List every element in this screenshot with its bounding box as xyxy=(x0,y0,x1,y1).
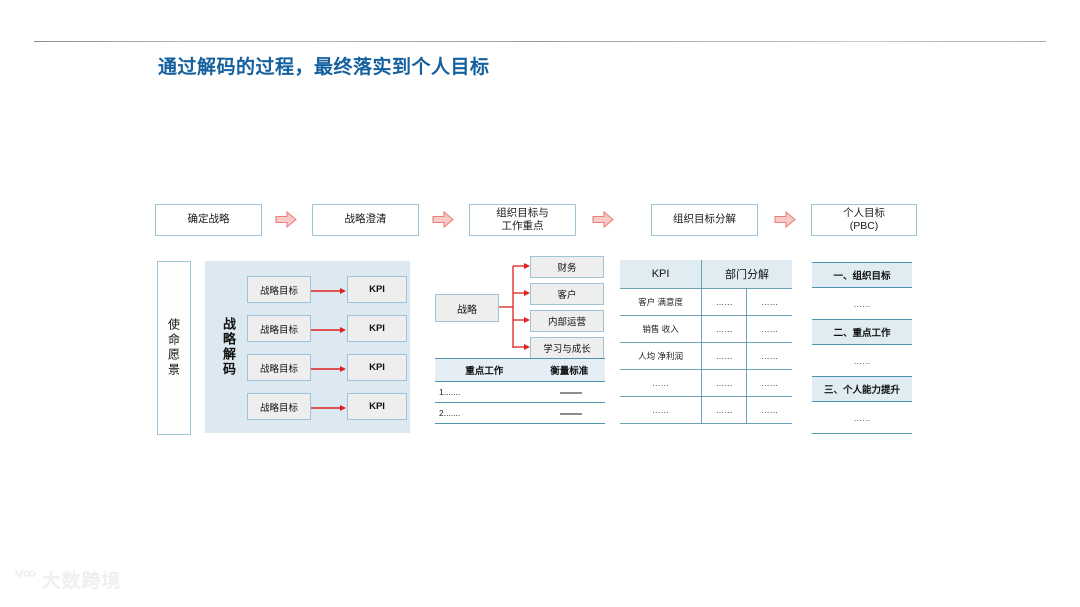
table-row[interactable]: 2....... xyxy=(435,402,605,424)
strategy-goal-box-3[interactable]: 战略目标 xyxy=(247,354,311,381)
kpi-box-2[interactable]: KPI xyxy=(347,315,407,342)
table-row[interactable]: 销售 收入 …… …… xyxy=(620,315,792,343)
red-arrow-icon-3 xyxy=(311,365,347,373)
flow-step-5-label-line2: (PBC) xyxy=(849,220,879,232)
flow-step-1[interactable]: 确定战略 xyxy=(155,204,262,236)
flow-step-2-label: 战略澄清 xyxy=(344,213,387,226)
personal-goal-panel: 一、组织目标 …… 二、重点工作 …… 三、个人能力提升 …… xyxy=(812,262,912,434)
tree-leaf-finance[interactable]: 财务 xyxy=(530,256,604,278)
kpi-dept-cell-2b: …… xyxy=(746,315,792,343)
process-flow: 确定战略 战略澄清 组织目标与 工作重点 组织目标分解 个人目标 (PBC) xyxy=(155,204,917,236)
decode-row-3: 战略目标 KPI xyxy=(247,354,407,381)
focus-work-cell-2: 2....... xyxy=(435,402,534,424)
right-arrow-icon xyxy=(275,211,297,228)
kpi-dept-cell-3b: …… xyxy=(746,342,792,370)
footer-watermark: ᘁ°° 大数跨境 xyxy=(14,566,121,593)
kpi-table-header-kpi: KPI xyxy=(620,260,702,289)
focus-measure-cell-1 xyxy=(533,381,605,403)
tree-leaf-customer[interactable]: 客户 xyxy=(530,283,604,305)
flow-step-3[interactable]: 组织目标与 工作重点 xyxy=(469,204,576,236)
tree-connector-lines xyxy=(497,263,530,350)
brand-name-label: 大数跨境 xyxy=(41,571,122,592)
tree-leaf-internal[interactable]: 内部运营 xyxy=(530,310,604,332)
mission-vision-box: 使命愿景 xyxy=(157,261,191,435)
flow-step-3-label-line1: 组织目标与 xyxy=(496,206,549,219)
kpi-name-cell-3: 人均 净利润 xyxy=(620,342,702,370)
strategy-goal-box-2[interactable]: 战略目标 xyxy=(247,315,311,342)
focus-measure-cell-2 xyxy=(533,402,605,424)
red-arrow-icon-4 xyxy=(311,404,347,412)
focus-work-table: 重点工作 衡量标准 1....... 2....... xyxy=(435,358,605,424)
kpi-decomposition-table: KPI 部门分解 客户 满意度 …… …… 销售 收入 …… …… 人均 净利润… xyxy=(620,260,792,424)
table-row[interactable]: …… …… …… xyxy=(620,369,792,397)
kpi-dept-cell-4b: …… xyxy=(746,369,792,397)
kpi-table-header-dept: 部门分解 xyxy=(701,260,792,289)
kpi-dept-cell-4a: …… xyxy=(701,369,747,397)
flow-step-4-label: 组织目标分解 xyxy=(673,213,736,226)
kpi-name-cell-5: …… xyxy=(620,396,702,424)
decode-row-1: 战略目标 KPI xyxy=(247,276,407,303)
kpi-box-4[interactable]: KPI xyxy=(347,393,407,420)
personal-goal-item-3[interactable]: 三、个人能力提升 xyxy=(812,376,912,402)
kpi-dept-cell-5b: …… xyxy=(746,396,792,424)
kpi-name-cell-1: 客户 满意度 xyxy=(620,288,702,316)
personal-goal-detail-1: …… xyxy=(853,298,871,309)
strategy-tree: 战略 财务 客户 内部运营 学习与成长 xyxy=(435,256,605,359)
focus-table-header-work: 重点工作 xyxy=(435,358,534,382)
right-arrow-icon-4 xyxy=(774,211,796,228)
kpi-table-header-row: KPI 部门分解 xyxy=(620,260,792,289)
strategy-goal-box-1[interactable]: 战略目标 xyxy=(247,276,311,303)
kpi-dept-cell-5a: …… xyxy=(701,396,747,424)
right-arrow-icon-2 xyxy=(432,211,454,228)
table-row[interactable]: 客户 满意度 …… …… xyxy=(620,288,792,316)
strategy-decode-panel: 战略解码 战略目标 KPI 战略目标 KPI 战略目标 KPI 战略目标 xyxy=(205,261,410,433)
kpi-box-1[interactable]: KPI xyxy=(347,276,407,303)
flow-step-5-label-line1: 个人目标 xyxy=(843,206,885,219)
dash-icon xyxy=(560,391,583,394)
kpi-dept-cell-1a: …… xyxy=(701,288,747,316)
strategy-goal-box-4[interactable]: 战略目标 xyxy=(247,393,311,420)
header-divider xyxy=(34,41,1046,42)
flow-step-1-label: 确定战略 xyxy=(187,213,230,226)
strategy-decode-label-wrap: 战略解码 xyxy=(219,283,238,411)
dash-icon xyxy=(560,412,583,415)
table-row[interactable]: 人均 净利润 …… …… xyxy=(620,342,792,370)
table-row[interactable]: 1....... xyxy=(435,381,605,403)
kpi-name-cell-4: …… xyxy=(620,369,702,397)
red-arrow-icon-1 xyxy=(311,287,347,295)
personal-goal-detail-2: …… xyxy=(853,355,871,366)
flow-step-4[interactable]: 组织目标分解 xyxy=(651,204,758,236)
focus-work-cell-1: 1....... xyxy=(435,381,534,403)
kpi-name-cell-2: 销售 收入 xyxy=(620,315,702,343)
kpi-box-3[interactable]: KPI xyxy=(347,354,407,381)
decode-row-2: 战略目标 KPI xyxy=(247,315,407,342)
red-arrow-icon-2 xyxy=(311,326,347,334)
tree-root-box[interactable]: 战略 xyxy=(435,294,499,322)
right-arrow-icon-3 xyxy=(592,211,614,228)
kpi-dept-cell-3a: …… xyxy=(701,342,747,370)
brand-logo-icon: ᘁ°° xyxy=(14,568,36,590)
focus-table-header-row: 重点工作 衡量标准 xyxy=(435,358,605,382)
mission-vision-label: 使命愿景 xyxy=(166,318,181,378)
decode-row-4: 战略目标 KPI xyxy=(247,393,407,420)
strategy-decode-label: 战略解码 xyxy=(221,317,236,377)
kpi-dept-cell-1b: …… xyxy=(746,288,792,316)
tree-leaf-learning[interactable]: 学习与成长 xyxy=(530,337,604,359)
personal-goal-item-1[interactable]: 一、组织目标 xyxy=(812,262,912,288)
flow-step-3-label-line2: 工作重点 xyxy=(501,220,544,232)
personal-goal-detail-3: …… xyxy=(812,402,912,434)
page-title: 通过解码的过程，最终落实到个人目标 xyxy=(158,57,490,78)
flow-step-2[interactable]: 战略澄清 xyxy=(312,204,419,236)
flow-step-5[interactable]: 个人目标 (PBC) xyxy=(811,204,917,236)
kpi-dept-cell-2a: …… xyxy=(701,315,747,343)
table-row[interactable]: …… …… …… xyxy=(620,396,792,424)
personal-goal-item-2[interactable]: 二、重点工作 xyxy=(812,319,912,345)
focus-table-header-measure: 衡量标准 xyxy=(533,358,605,382)
